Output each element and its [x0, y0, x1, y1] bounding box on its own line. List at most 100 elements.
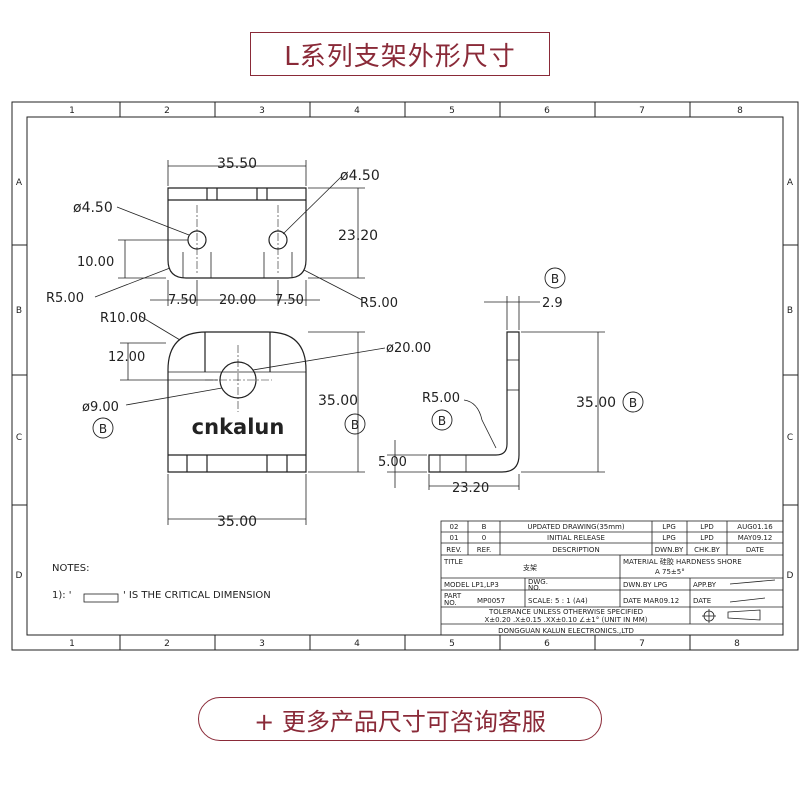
front-view [167, 331, 307, 473]
header-rev: REV. [446, 546, 461, 554]
side-view [428, 331, 520, 473]
zone-label: D [787, 571, 794, 581]
brand-watermark: cnkalun [192, 415, 285, 439]
section-mark-label: B [551, 272, 559, 286]
date-value: DATE MAR09.12 [623, 597, 679, 605]
dim-front-hole-big: ø20.00 [386, 341, 431, 356]
more-sizes-button[interactable]: + 更多产品尺寸可咨询客服 [198, 697, 602, 741]
part-no-label: PART [444, 592, 462, 600]
dim-top-radius-left: R5.00 [46, 291, 84, 306]
zone-label: D [16, 571, 23, 581]
section-mark-label: B [351, 418, 359, 432]
dim-top-width: 35.50 [217, 156, 257, 172]
dwn-cell: LPG [662, 523, 676, 531]
dim-top-hole-left: ø4.50 [73, 200, 113, 216]
zone-label: 1 [69, 106, 75, 116]
dim-top-hole-right: ø4.50 [340, 168, 380, 184]
zone-label: C [16, 433, 22, 443]
zone-label: 2 [164, 106, 170, 116]
zone-label: 5 [449, 639, 455, 649]
date-label: DATE [693, 597, 711, 605]
part-no: MP0057 [477, 597, 505, 605]
ref-cell: B [482, 523, 487, 531]
notes-line1-prefix: 1): ' [52, 590, 72, 601]
section-mark-label: B [99, 422, 107, 436]
model: MODEL LP1,LP3 [444, 581, 499, 589]
header-dwn: DWN.BY [655, 546, 684, 554]
zone-label: B [787, 306, 793, 316]
top-view [167, 187, 307, 279]
dim-top-hole-y: 10.00 [77, 255, 114, 270]
material: MATERIAL 硅胶 HARDNESS SHORE [623, 557, 742, 566]
header-date: DATE [746, 546, 764, 554]
scale: SCALE: 5 : 1 (A4) [528, 597, 588, 605]
dim-front-center-y: 12.00 [108, 350, 145, 365]
zone-label: 6 [544, 639, 550, 649]
dwn-cell: LPG [662, 534, 676, 542]
dim-top-radius-right: R5.00 [360, 296, 398, 311]
section-mark-b-side-top [544, 267, 566, 289]
section-mark-b-front-right [344, 413, 366, 435]
section-mark-b-side-right [622, 391, 644, 413]
zone-label: B [16, 306, 22, 316]
description-cell: INITIAL RELEASE [547, 534, 605, 542]
dim-side-radius: R5.00 [422, 391, 460, 406]
zone-label: 3 [259, 639, 265, 649]
title-block [440, 520, 784, 636]
zone-label: 4 [354, 106, 360, 116]
dim-top-height: 23.20 [338, 228, 378, 244]
rev-cell: 01 [450, 534, 459, 542]
zone-label: A [16, 178, 23, 188]
dim-top-pitch-left: 7.50 [168, 293, 197, 308]
zone-label: 7 [639, 639, 645, 649]
section-mark-b-front [92, 417, 114, 439]
hardness: A 75±5° [655, 568, 685, 576]
part-no-label: NO. [444, 599, 457, 607]
app-by: APP.BY [693, 581, 717, 589]
dim-side-thickness: 2.9 [542, 296, 563, 311]
zone-label: A [787, 178, 794, 188]
header-description: DESCRIPTION [552, 546, 599, 554]
critical-dimension-symbol [83, 593, 119, 603]
description-cell: UPDATED DRAWING(35mm) [527, 523, 624, 531]
section-mark-label: B [629, 396, 637, 410]
ref-cell: 0 [482, 534, 486, 542]
dim-front-corner: R10.00 [100, 311, 146, 326]
page-title: L系列支架外形尺寸 [250, 32, 550, 76]
dwg-no: DWG. [528, 578, 548, 586]
zone-label: 8 [737, 106, 743, 116]
chk-cell: LPD [700, 534, 714, 542]
tolerance-line2: X±0.20 .X±0.15 .XX±0.10 ∠±1° (UNIT IN MM… [485, 616, 648, 624]
dwn-by: DWN.BY LPG [623, 581, 667, 589]
dim-front-width: 35.00 [217, 514, 257, 530]
date-cell: AUG01.16 [737, 523, 773, 531]
dim-side-height: 35.00 [576, 395, 616, 411]
notes-title: NOTES: [52, 563, 90, 574]
dim-side-depth: 23.20 [452, 481, 489, 496]
zone-label: 7 [639, 106, 645, 116]
title-value: 支架 [523, 563, 537, 572]
zone-label: 3 [259, 106, 265, 116]
dim-front-height: 35.00 [318, 393, 358, 409]
dim-top-pitch-mid: 20.00 [219, 293, 256, 308]
zone-label: 2 [164, 639, 170, 649]
title-label: TITLE [443, 558, 463, 566]
dim-side-foot-height: 5.00 [378, 455, 407, 470]
zone-label: C [787, 433, 793, 443]
tolerance-line1: TOLERANCE UNLESS OTHERWISE SPECIFIED [488, 608, 643, 616]
chk-cell: LPD [700, 523, 714, 531]
header-chk: CHK.BY [694, 546, 720, 554]
header-ref: REF. [477, 546, 491, 554]
dwg-no2: NO. [528, 584, 541, 592]
notes-line1-suffix: ' IS THE CRITICAL DIMENSION [123, 590, 271, 601]
company-name: DONGGUAN KALUN ELECTRONICS.,LTD [498, 627, 634, 635]
section-mark-label: B [438, 414, 446, 428]
zone-label: 4 [354, 639, 360, 649]
zone-label: 5 [449, 106, 455, 116]
zone-label: 1 [69, 639, 75, 649]
dim-front-hole-small: ø9.00 [82, 400, 119, 415]
zone-label: 8 [734, 639, 740, 649]
rev-cell: 02 [450, 523, 459, 531]
dim-top-pitch-right: 7.50 [275, 293, 304, 308]
